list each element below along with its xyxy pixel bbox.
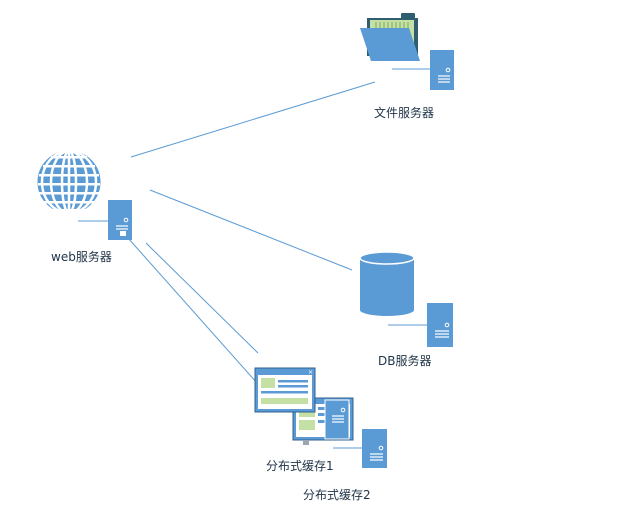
connectors: [127, 81, 376, 393]
connector-web-to-cache-1: [127, 237, 266, 393]
database-cylinder-icon: [359, 251, 415, 316]
cache-1-label: 分布式缓存1: [266, 459, 334, 473]
server-tower-icon: [324, 399, 350, 440]
web-server-label: web服务器: [51, 250, 112, 264]
globe-icon: [36, 149, 102, 215]
server-tower-icon: [430, 50, 454, 90]
connector-web-to-file: [130, 81, 376, 158]
cache-2-label: 分布式缓存2: [303, 488, 371, 502]
cache-window-icon: ×: [254, 367, 316, 413]
connector-web-to-db: [149, 189, 353, 271]
server-tower-icon: [108, 200, 132, 240]
folder-icon: [360, 13, 420, 61]
svg-text:×: ×: [308, 369, 313, 376]
file-server-label: 文件服务器: [374, 106, 435, 120]
db-server-label: DB服务器: [378, 354, 432, 368]
server-tower-icon: [427, 303, 453, 347]
connector-web-to-cache-2: [145, 242, 259, 354]
server-tower-icon: [362, 429, 387, 468]
